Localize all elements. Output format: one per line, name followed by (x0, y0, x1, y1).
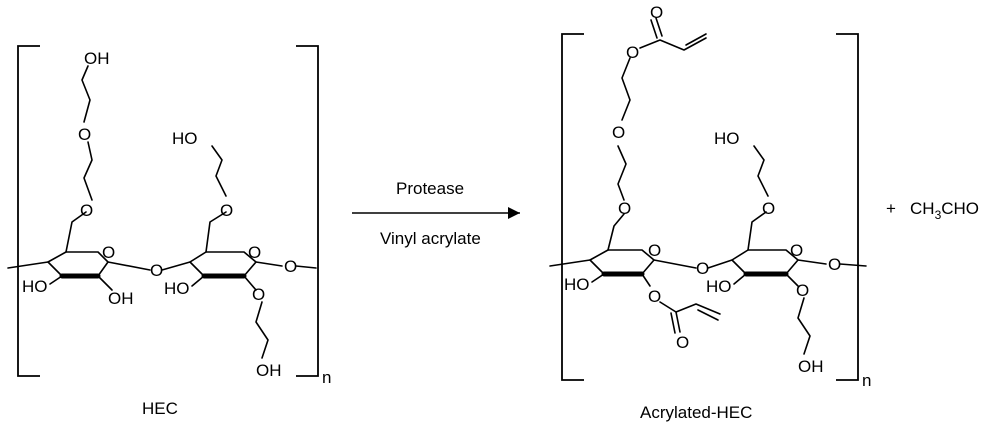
carbonyl-bottom-double (670, 312, 676, 334)
polymer-bond-left (549, 259, 591, 267)
reagent-above: Protease (396, 179, 464, 198)
acetaldehyde-formula: CH3CHO (910, 199, 979, 222)
o-sub-2-label: O (252, 285, 265, 304)
ring-2 (189, 251, 257, 277)
chain-top (621, 57, 631, 121)
end-bond-1 (797, 259, 827, 265)
o-glycosidic-label: O (150, 261, 163, 280)
o-ester-bottom-label: O (648, 287, 661, 306)
oh-bottom-label-1: OH (108, 289, 134, 308)
ring-2 (731, 249, 799, 275)
ho-left-label: HO (564, 275, 590, 294)
polymer-bond-right (295, 265, 317, 269)
acrylate-top (639, 37, 707, 51)
o-ring-2-label: O (248, 243, 261, 262)
formula-suffix: CHO (941, 199, 979, 218)
reactant-caption: HEC (142, 399, 178, 418)
o-chain-label-2: O (80, 201, 93, 220)
chain-bottom (797, 297, 811, 355)
o-sub-bond (785, 273, 799, 287)
o-sub-bond (243, 275, 257, 291)
o-ring-1-label: O (102, 243, 115, 262)
ho-left-2-label: HO (164, 279, 190, 298)
o-ester-top-label: O (626, 43, 639, 62)
product-acrylated-hec: n O O O O HO (549, 3, 871, 422)
o-chain-right-label: O (220, 201, 233, 220)
product-caption: Acrylated-HEC (640, 403, 752, 422)
ho-left-2-label: HO (706, 277, 732, 296)
chain-1 (83, 141, 93, 201)
right-bracket (296, 45, 319, 377)
acrylate-top-double (685, 33, 707, 46)
acrylate-bottom-double (697, 309, 719, 321)
formula-prefix: CH (910, 199, 935, 218)
o-carbonyl-top-label: O (650, 3, 663, 22)
byproduct: + CH3CHO (886, 199, 979, 222)
arrow-head (508, 207, 520, 219)
ho-right-top-label: HO (714, 129, 740, 148)
o-carbonyl-bottom-label: O (676, 333, 689, 352)
chain-mid (617, 145, 627, 201)
glycosidic-bond-1 (107, 261, 151, 271)
o-glycosidic-label: O (696, 259, 709, 278)
o-end-label: O (284, 257, 297, 276)
reaction-arrow: Protease Vinyl acrylate (352, 179, 520, 248)
oh-bottom-label-2: OH (798, 357, 824, 376)
carbonyl-top-double (650, 19, 658, 39)
chain-right (211, 145, 227, 197)
left-bracket (561, 33, 584, 381)
o-sub-2-label: O (796, 281, 809, 300)
o-ring-1-label: O (648, 241, 661, 260)
o-chain-label-1: O (78, 125, 91, 144)
acrylate-bottom (659, 301, 721, 315)
formula-subscript: 3 (935, 208, 942, 222)
end-bond-1 (255, 261, 283, 267)
repeat-unit-subscript: n (322, 368, 331, 387)
ho-right-top-label: HO (172, 129, 198, 148)
chain-bottom (255, 301, 269, 359)
ho-bond-2 (191, 275, 205, 287)
oh-bond-1 (97, 275, 113, 291)
glycosidic-bond-2 (161, 261, 191, 271)
glycosidic-bond-2 (707, 259, 733, 269)
carbonyl-bottom (675, 311, 681, 333)
o-chain-label-1: O (612, 123, 625, 142)
oh-top-label: OH (84, 49, 110, 68)
ho-left-label: HO (22, 277, 48, 296)
chain-right (753, 145, 769, 197)
reagent-below: Vinyl acrylate (380, 229, 481, 248)
ho-bond-2 (733, 273, 747, 285)
polymer-bond-right (839, 263, 867, 267)
oh-bottom-label-2: OH (256, 361, 282, 380)
right-bracket (836, 33, 859, 381)
ring-1 (47, 251, 109, 277)
o-chain-label-2: O (618, 199, 631, 218)
c6-bond-2 (747, 211, 767, 251)
left-bracket (17, 45, 40, 377)
repeat-unit-subscript: n (862, 371, 871, 390)
glycosidic-bond-1 (653, 259, 697, 269)
o-ester-bond (641, 273, 651, 287)
o-chain-right-label: O (762, 199, 775, 218)
ho-bond-1 (591, 273, 605, 283)
c6-bond-2 (205, 211, 227, 253)
c6-bond-1 (65, 211, 87, 253)
ring-1 (589, 249, 655, 275)
c6-bond-1 (607, 213, 625, 251)
polymer-bond-left (7, 261, 49, 269)
o-ring-2-label: O (790, 241, 803, 260)
plus-sign: + (886, 199, 896, 218)
ho-bond-1 (49, 275, 63, 285)
chain-2 (81, 65, 91, 123)
carbonyl-top (655, 17, 663, 37)
reactant-hec: n OH O O HO O O O O O HO OH HO O (7, 45, 331, 418)
o-end-label: O (828, 255, 841, 274)
